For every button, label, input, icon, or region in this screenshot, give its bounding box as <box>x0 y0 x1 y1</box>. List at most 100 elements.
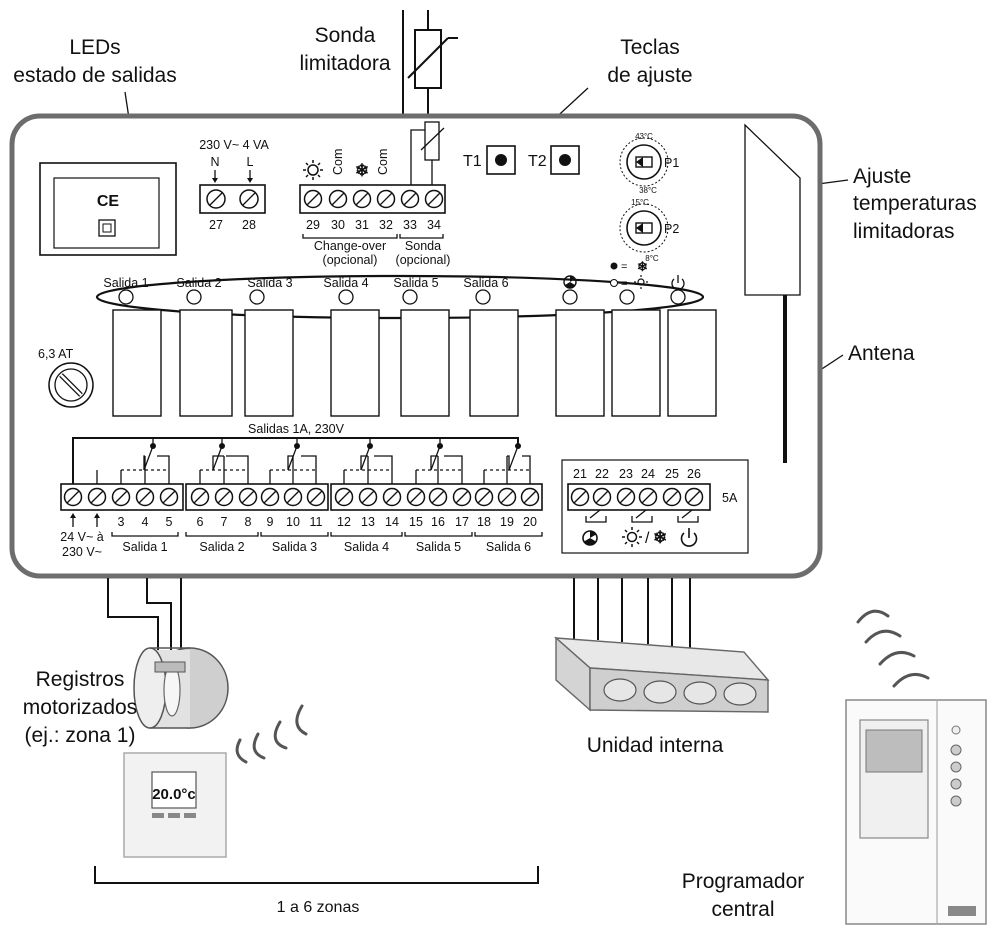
relay-contact-3 <box>269 438 317 484</box>
status-led-5 <box>402 289 418 305</box>
com-label-30: Com <box>331 149 345 175</box>
t2-button[interactable]: T2 <box>528 145 580 175</box>
output-label-5: Salida 5 <box>416 540 461 554</box>
status-led-1 <box>118 289 134 305</box>
svg-text:/: / <box>645 530 650 547</box>
status-led-6 <box>475 289 491 305</box>
terminal-10: 10 <box>286 515 300 529</box>
t1-button[interactable]: T1 <box>463 145 516 175</box>
registros-line1: Registros <box>36 668 125 691</box>
terminal-screw-33 <box>400 189 420 209</box>
zone-thermostat: 20.0°c <box>123 752 227 858</box>
sun-icon <box>303 160 323 180</box>
terminal-screw-25 <box>662 487 682 507</box>
terminal-14: 14 <box>385 515 399 529</box>
status-led-9 <box>670 289 686 305</box>
terminal-3: 3 <box>118 515 125 529</box>
supply-label-1: 24 V~ à <box>60 530 103 544</box>
terminal-21: 21 <box>573 467 587 481</box>
power-spec: 230 V~ 4 VA <box>199 138 269 152</box>
led-label-1: Salida 1 <box>103 276 148 290</box>
output-label-1: Salida 1 <box>122 540 167 554</box>
sonda-limitadora-probe <box>402 10 458 115</box>
p1-potentiometer[interactable]: 43°C 38°C P1 <box>619 132 679 195</box>
sonda-opt-line1: Sonda <box>405 239 441 253</box>
leds-callout-line1: LEDs <box>69 36 120 59</box>
relay-1 <box>112 309 162 417</box>
status-led-7 <box>562 289 578 305</box>
bottom-terminal-screw-2 <box>87 487 107 507</box>
sonda-limitadora-line2: limitadora <box>299 52 390 75</box>
p1-min: 38°C <box>639 186 657 195</box>
power-terminals: 230 V~ 4 VA N L 27 28 <box>199 138 269 232</box>
terminal-28: 28 <box>242 218 256 232</box>
terminal-screw-30 <box>328 189 348 209</box>
terminal-23: 23 <box>619 467 633 481</box>
fuse: 6,3 AT <box>38 347 94 408</box>
bottom-terminal-screw-14 <box>382 487 402 507</box>
programador-line2: central <box>711 898 774 921</box>
led-label-2: Salida 2 <box>176 276 221 290</box>
p2-potentiometer[interactable]: 15°C 8°C P2 <box>619 198 679 263</box>
bottom-terminal-screw-10 <box>283 487 303 507</box>
sun-icon <box>622 527 642 547</box>
terminal-screw-34 <box>424 189 444 209</box>
ce-mark: CE <box>97 193 120 210</box>
led-row: Salida 1 Salida 2 Salida 3 Salida 4 Sali… <box>95 259 705 320</box>
bottom-terminal-screw-18 <box>474 487 494 507</box>
terminal-4: 4 <box>142 515 149 529</box>
registros-line2: motorizados <box>23 696 137 719</box>
status-led-4 <box>338 289 354 305</box>
registros-callout: Registros motorizados (ej.: zona 1) <box>23 668 137 747</box>
p1-label: P1 <box>664 156 679 170</box>
terminal-26: 26 <box>687 467 701 481</box>
wireless-signal-icon <box>856 609 930 688</box>
terminal-12: 12 <box>337 515 351 529</box>
zones-bracket: 1 a 6 zonas <box>94 866 539 916</box>
terminal-screw-29 <box>303 189 323 209</box>
mode-legend: = ❄ = <box>610 259 648 290</box>
ajuste-line3: limitadoras <box>853 220 955 243</box>
power-n: N <box>210 155 219 169</box>
ajuste-line2: temperaturas <box>853 192 977 215</box>
sonda-limitadora-line1: Sonda <box>315 24 376 47</box>
bottom-terminal-screw-11 <box>306 487 326 507</box>
bottom-terminal-screw-8 <box>238 487 258 507</box>
terminal-17: 17 <box>455 515 469 529</box>
terminal-5: 5 <box>166 515 173 529</box>
terminal-9: 9 <box>267 515 274 529</box>
bottom-terminal-screw-9 <box>260 487 280 507</box>
power-icon <box>671 275 685 291</box>
terminal-15: 15 <box>409 515 423 529</box>
terminal-24: 24 <box>641 467 655 481</box>
bottom-terminal-screw-20 <box>520 487 540 507</box>
ce-module: CE <box>39 162 177 256</box>
bottom-terminal-screw-7 <box>214 487 234 507</box>
terminal-33: 33 <box>403 218 417 232</box>
svg-text:=: = <box>621 261 627 273</box>
thermostat-display: 20.0°c <box>152 786 196 803</box>
output-label-3: Salida 3 <box>272 540 317 554</box>
relay-blocks <box>112 309 717 417</box>
outputs-header: Salidas 1A, 230V <box>248 422 345 436</box>
terminal-11: 11 <box>310 515 323 529</box>
leds-callout-line2: estado de salidas <box>13 64 176 87</box>
rating-label: 5A <box>722 491 738 505</box>
zonas-label: 1 a 6 zonas <box>277 899 360 916</box>
t1-label: T1 <box>463 153 482 170</box>
unidad-interna-label: Unidad interna <box>587 734 724 757</box>
registros-line3: (ej.: zona 1) <box>25 724 136 747</box>
terminal-32: 32 <box>379 218 393 232</box>
bottom-terminal-screw-15 <box>406 487 426 507</box>
teclas-line2: de ajuste <box>607 64 692 87</box>
teclas-line1: Teclas <box>620 36 680 59</box>
bottom-terminal-screw-12 <box>334 487 354 507</box>
relay-4 <box>330 309 380 417</box>
svg-text:=: = <box>621 278 627 290</box>
sonda-opt-line2: (opcional) <box>396 253 451 267</box>
relay-contact-5 <box>415 438 463 484</box>
changeover-terminals: Com ❄ Com 29 30 31 32 33 34 Change-over … <box>299 121 451 267</box>
change-over-line2: (opcional) <box>323 253 378 267</box>
